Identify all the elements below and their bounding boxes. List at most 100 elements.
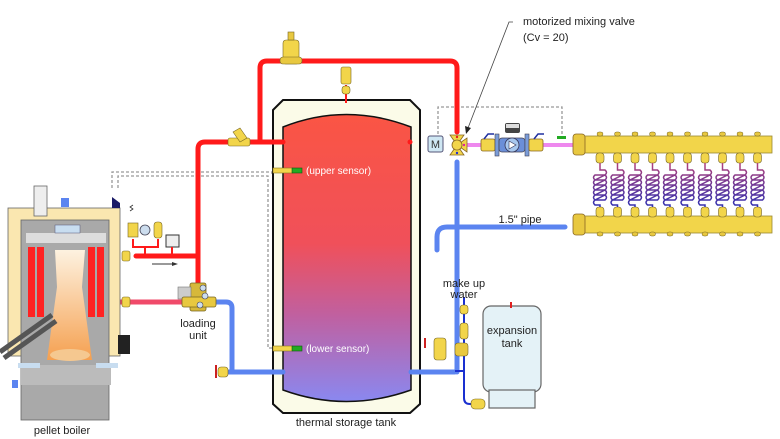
relief-and-gauge-assembly (127, 204, 180, 256)
radiant-circuit (750, 131, 765, 237)
manifold-port (719, 131, 726, 137)
manifold-port (614, 231, 621, 237)
radiant-circuit (645, 131, 660, 237)
radiant-circuit (662, 131, 678, 237)
return-fitting (613, 206, 622, 218)
manifold-port (666, 131, 674, 137)
tubing-loop (610, 163, 625, 207)
manifold-port (701, 131, 709, 137)
supply-fitting (665, 152, 675, 164)
motorized-mixing-valve[interactable]: M (427, 134, 468, 156)
supply-fitting (613, 152, 622, 164)
drain-valve (215, 365, 229, 378)
hot-supply-piping (133, 58, 460, 293)
tubing-loop (732, 163, 748, 207)
manifold-port (736, 131, 744, 137)
return-fitting (595, 206, 605, 218)
mixing-valve-leader (467, 21, 513, 129)
radiant-circuit (732, 131, 748, 237)
supply-fitting (735, 152, 745, 164)
make-up-water-line (455, 297, 484, 405)
expansion-tank-label-2: tank (502, 338, 523, 350)
tubing-loop (680, 163, 695, 207)
radiant-circuit (627, 131, 643, 237)
manifold-port (719, 231, 726, 237)
boiler-return-union (121, 296, 131, 308)
expansion-tank: expansion tank (482, 302, 542, 409)
motor-label: M (431, 139, 440, 151)
return-fitting (735, 206, 745, 218)
upper-sensor: (upper sensor) (272, 166, 371, 177)
supply-fitting (648, 152, 657, 164)
manifold-port (754, 131, 761, 137)
return-fitting (753, 206, 762, 218)
manifold-port (614, 131, 621, 137)
expansion-tank-label-1: expansion (487, 325, 537, 337)
tubing-loop (592, 163, 608, 207)
supply-fitting (630, 152, 640, 164)
supply-fitting (595, 152, 605, 164)
manifold-port (666, 231, 674, 237)
make-up-label-1: make up (443, 278, 485, 290)
loading-unit-label-2: unit (189, 330, 207, 342)
manifold-port (649, 231, 656, 237)
manifold-port (736, 231, 744, 237)
radiant-circuit (715, 131, 730, 237)
tubing-loop (750, 163, 765, 207)
manifold-port (596, 231, 604, 237)
leader-arrowhead (465, 126, 471, 134)
circulator-pump (480, 123, 566, 157)
lower-sensor: (lower sensor) (272, 344, 369, 355)
return-fitting (648, 206, 657, 218)
purge-valve (424, 337, 447, 361)
return-manifold (572, 213, 773, 236)
supply-manifold (572, 133, 773, 156)
supply-fitting (753, 152, 762, 164)
radiant-circuit (610, 131, 625, 237)
loading-unit[interactable]: loading unit (177, 282, 217, 342)
boiler-supply-union (121, 250, 131, 262)
thermal-storage-tank: thermal storage tank (272, 85, 421, 429)
make-up-valves (454, 304, 486, 410)
return-fitting (718, 206, 727, 218)
manifold-port (701, 231, 709, 237)
radiant-circuits (592, 131, 765, 237)
manifold-port (631, 131, 639, 137)
radiant-circuit (592, 131, 608, 237)
air-separator (279, 31, 303, 65)
manifold-port (596, 131, 604, 137)
return-fitting (665, 206, 675, 218)
return-fitting (683, 206, 692, 218)
manifold-port (684, 231, 691, 237)
pipe-size-label: 1.5" pipe (498, 214, 541, 226)
air-vent (340, 66, 352, 95)
tubing-loop (627, 163, 643, 207)
supply-fitting (700, 152, 710, 164)
y-strainer (227, 127, 251, 147)
radiant-circuit (697, 131, 713, 237)
cool-return-piping (202, 159, 568, 375)
manifold-port (684, 131, 691, 137)
return-fitting (700, 206, 710, 218)
return-fitting (630, 206, 640, 218)
mixing-valve-label-2: (Cv = 20) (523, 32, 569, 44)
upper-sensor-label: (upper sensor) (306, 166, 371, 177)
make-up-label-2: water (450, 289, 478, 301)
storage-tank-label: thermal storage tank (296, 417, 397, 429)
loading-unit-label-1: loading (180, 318, 215, 330)
manifold-port (754, 231, 761, 237)
supply-fitting (718, 152, 727, 164)
mixing-valve-label-1: motorized mixing valve (523, 16, 635, 28)
tubing-loop (715, 163, 730, 207)
tubing-loop (645, 163, 660, 207)
supply-fitting (683, 152, 692, 164)
pellet-boiler: pellet boiler (0, 185, 130, 437)
manifold-port (649, 131, 656, 137)
boiler-label: pellet boiler (34, 425, 91, 437)
radiant-circuit (680, 131, 695, 237)
manifold-port (631, 231, 639, 237)
tubing-loop (662, 163, 678, 207)
flow-arrowhead (172, 262, 178, 266)
